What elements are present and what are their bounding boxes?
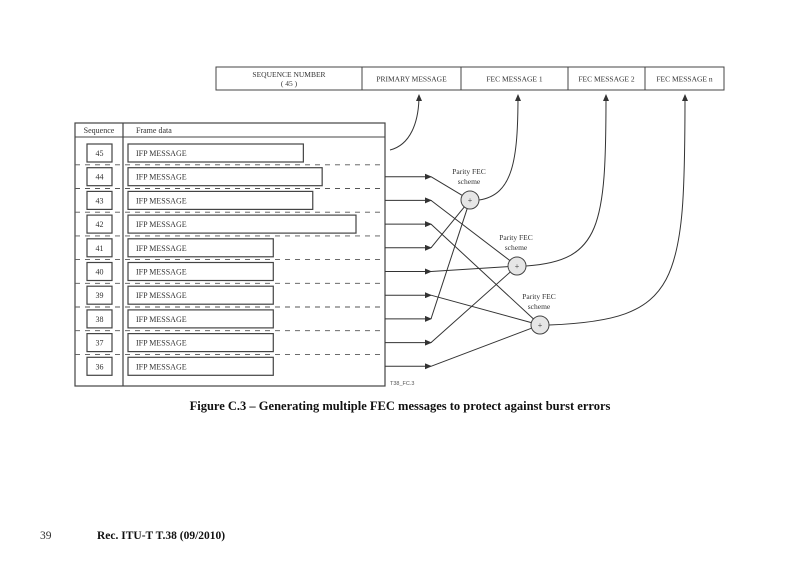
xor-node-icon [507,256,527,276]
input-link [430,294,532,324]
primary-output-curve [389,94,422,151]
ifp-message-label: IFP MESSAGE [136,244,187,253]
column-header-sequence: Sequence [84,126,115,135]
ifp-message-box [127,309,274,329]
column-header-frame-data: Frame data [136,126,172,135]
sequence-box [86,285,113,305]
fec-output-curve [525,94,609,267]
input-link [430,176,463,196]
header-field-sub: ( 45 ) [281,79,298,88]
packet-header: SEQUENCE NUMBER( 45 ) PRIMARY MESSAGE FEC … [215,66,725,91]
ifp-message-box [127,143,304,163]
table-row: 44 IFP MESSAGE [75,167,385,189]
header-field-0: SEQUENCE NUMBER( 45 ) [252,70,325,88]
sequence-number: 42 [96,220,104,229]
table-row: 40 IFP MESSAGE [75,261,385,284]
scheme-label-line1: Parity FEC [499,233,533,242]
ifp-message-label: IFP MESSAGE [136,268,187,277]
sequence-number: 41 [96,244,104,253]
header-field-label: FEC MESSAGE 2 [578,75,635,84]
ifp-message-label: IFP MESSAGE [136,196,187,205]
ifp-message-label: IFP MESSAGE [136,291,187,300]
table-row: 41 IFP MESSAGE [75,238,385,261]
header-field-1: PRIMARY MESSAGE [376,75,447,84]
scheme-label-line2: scheme [528,302,551,311]
input-link [430,200,511,261]
ifp-message-box [127,333,274,353]
header-field-label: PRIMARY MESSAGE [376,75,447,84]
sequence-number: 38 [96,315,104,324]
sequence-number: 40 [96,268,104,277]
fec-diagram: SEQUENCE NUMBER( 45 ) PRIMARY MESSAGE FEC … [74,66,725,387]
input-link [430,223,534,320]
xor-node-icon [530,315,550,335]
ifp-message-box [127,261,274,282]
sequence-box [86,333,113,353]
table-row: 37 IFP MESSAGE [75,333,385,355]
sequence-number: 45 [96,149,104,158]
connections [385,94,688,370]
sequence-number: 43 [96,196,104,205]
sequence-number: 36 [96,362,104,371]
xor-symbol: + [538,321,543,330]
sequence-box [86,261,113,282]
xor-node-icon [460,190,480,210]
sequence-box [86,167,113,187]
header-field-2: FEC MESSAGE 1 [486,75,543,84]
header-field-label: FEC MESSAGE n [656,75,713,84]
ifp-message-box [127,167,323,187]
figure-caption: Figure C.3 – Generating multiple FEC mes… [189,399,611,413]
table-row: 39 IFP MESSAGE [75,285,385,308]
fec-output-curve [548,94,688,326]
header-field-label: SEQUENCE NUMBER [252,70,325,79]
sequence-box [86,309,113,329]
input-link [430,271,511,343]
ifp-message-label: IFP MESSAGE [136,362,187,371]
ifp-message-box [127,285,274,305]
ifp-message-label: IFP MESSAGE [136,339,187,348]
header-field-4: FEC MESSAGE n [656,75,713,84]
xor-symbol: + [515,262,520,271]
sequence-box [86,238,113,258]
sequence-box [86,190,113,210]
sequence-box [86,143,113,163]
fec-output-curve [478,94,521,201]
scheme-label-line1: Parity FEC [452,167,486,176]
input-link [430,206,465,249]
sequence-box [86,356,113,376]
header-field-3: FEC MESSAGE 2 [578,75,635,84]
table-row: 43 IFP MESSAGE [75,190,385,213]
input-link [430,208,468,320]
sequence-number: 37 [96,339,104,348]
header-field-label: FEC MESSAGE 1 [486,75,543,84]
ifp-message-box [127,238,274,258]
table-row: 42 IFP MESSAGE [75,214,385,237]
xor-symbol: + [468,196,473,205]
ifp-message-box [127,190,314,210]
ifp-message-label: IFP MESSAGE [136,220,187,229]
ifp-message-label: IFP MESSAGE [136,173,187,182]
ifp-message-label: IFP MESSAGE [136,315,187,324]
sequence-number: 39 [96,291,104,300]
ifp-message-box [127,214,357,234]
page-number: 39 [40,530,52,542]
scheme-label-line2: scheme [505,243,528,252]
table-row: 45 IFP MESSAGE [75,143,385,166]
sequence-box [86,214,113,234]
table-row: 36 IFP MESSAGE [86,356,274,376]
input-link [430,327,532,367]
table-row: 38 IFP MESSAGE [75,309,385,332]
sequence-number: 44 [96,173,104,182]
ifp-message-label: IFP MESSAGE [136,149,187,158]
ifp-message-box [127,356,274,376]
recommendation-reference: Rec. ITU-T T.38 (09/2010) [97,530,226,542]
scheme-label-line2: scheme [458,177,481,186]
input-link [430,266,509,272]
scheme-label-line1: Parity FEC [522,292,556,301]
figure-id: T38_FC.3 [390,381,414,387]
